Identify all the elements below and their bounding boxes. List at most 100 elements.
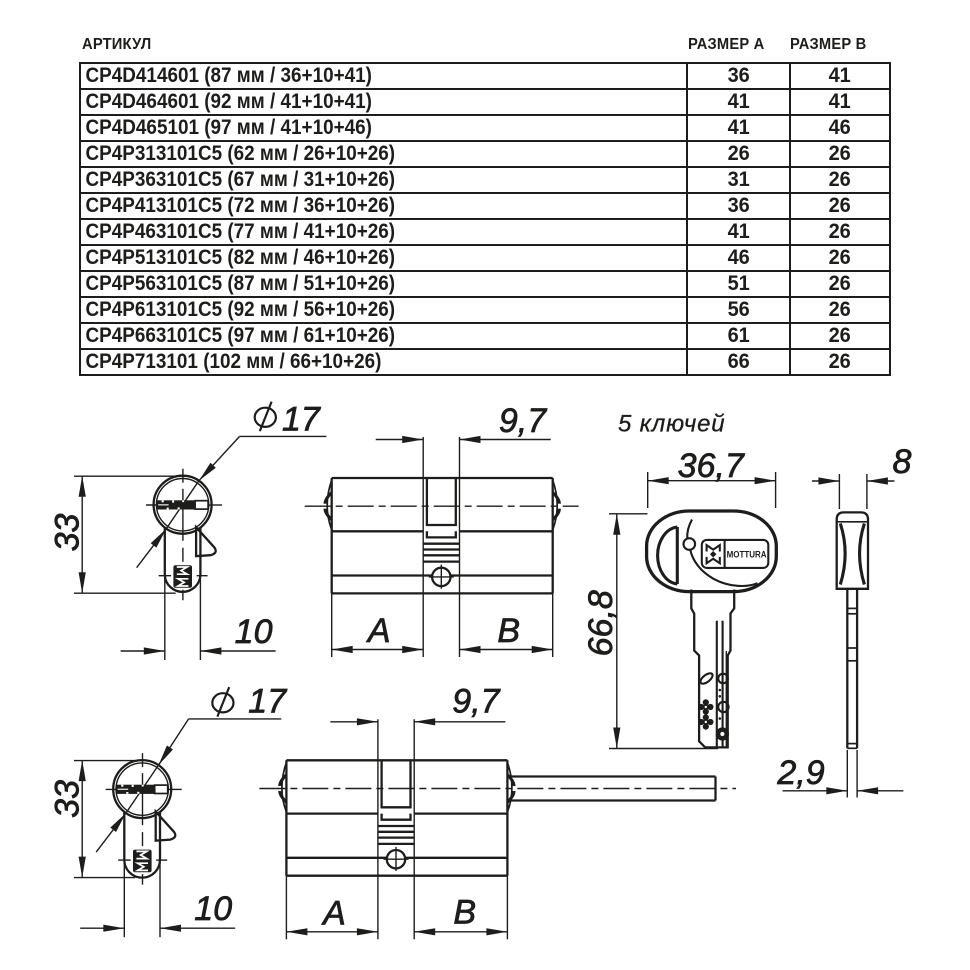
dim367-arrow-l <box>647 477 669 485</box>
size-a-text: 41 <box>727 116 750 139</box>
dim668-arrow-down <box>613 727 621 749</box>
dim10-arrow-right <box>160 924 181 932</box>
table-header-size-a: РАЗМЕР А <box>688 36 765 53</box>
cylinder-view-top: 9,7 A B <box>304 402 579 657</box>
article-cell: CP4D464601 (92 мм / 41+10+41) <box>79 88 688 116</box>
article-text: CP4P363101C5 (67 мм / 31+10+26) <box>85 168 396 191</box>
article-cell: CP4P463101C5 (77 мм / 41+10+26) <box>79 218 688 246</box>
plug-end-arc-bottom <box>323 508 333 521</box>
size-b-cell: 26 <box>788 218 891 246</box>
dia-arrow-upper <box>158 745 173 766</box>
keyway-notch <box>141 784 144 787</box>
size-b-text: 26 <box>828 324 851 347</box>
face2-height-label: 33 <box>49 780 87 818</box>
size-a-cell: 31 <box>686 166 791 194</box>
key-head-outline <box>644 509 778 594</box>
keyway-notch <box>131 784 134 787</box>
keyway-notch <box>161 500 164 503</box>
key-length-label: 66,8 <box>582 590 620 656</box>
size-a-cell: 51 <box>686 270 791 298</box>
key-side-head <box>835 511 870 590</box>
cylinder-view-bottom: 9,7 A B <box>259 682 736 940</box>
table-row: CP4D465101 (97 мм / 41+10+46) 41 46 <box>79 114 891 142</box>
article-text: CP4P513101C5 (82 мм / 46+10+26) <box>85 246 396 269</box>
article-text: CP4P563101C5 (87 мм / 51+10+26) <box>85 272 396 295</box>
dimB-arrow-r <box>486 928 508 936</box>
brand-logo-m <box>136 850 150 860</box>
dim33-arrow-up <box>78 475 86 497</box>
size-b-text: 26 <box>828 220 851 243</box>
size-a-text: 26 <box>727 142 750 165</box>
size-b-cell: 26 <box>788 244 891 272</box>
face2-diameter-label: 17 <box>248 683 287 721</box>
brand-logo-m <box>134 862 148 872</box>
plug-end-arc-bottom <box>551 508 561 521</box>
size-a-cell: 56 <box>686 296 791 324</box>
dim10-arrow-left <box>103 924 125 932</box>
dim97-arrow-r <box>459 435 481 444</box>
size-a-text: 41 <box>727 90 750 113</box>
article-cell: CP4P713101 (102 мм / 66+10+26) <box>79 348 688 376</box>
key-dimple-clover <box>698 703 705 711</box>
table-header-article: АРТИКУЛ <box>82 36 152 53</box>
face1-height-label: 33 <box>49 514 87 552</box>
keyway-notch <box>126 792 129 794</box>
table-row: CP4P413101C5 (72 мм / 36+10+26) 36 26 <box>79 192 891 220</box>
barrel-end-arc <box>326 479 333 531</box>
article-text: CP4P613101C5 (92 мм / 56+10+26) <box>85 298 396 321</box>
cam-step <box>425 531 457 539</box>
size-a-text: 31 <box>727 168 750 191</box>
size-b-text: 26 <box>828 142 851 165</box>
keyway-profile <box>116 784 155 794</box>
dim29-arrow-r <box>857 787 879 795</box>
keyway-notch <box>177 507 180 510</box>
key-dimple-clover-hole <box>704 705 707 709</box>
article-text: CP4P463101C5 (77 мм / 41+10+26) <box>85 220 396 243</box>
dimB-arrow-r <box>531 645 553 654</box>
keyway-notch <box>172 500 175 503</box>
size-b-cell: 26 <box>788 270 891 298</box>
size-a-cell: 46 <box>686 244 791 272</box>
keyway-notch <box>121 784 124 787</box>
key-blade-thickness-label: 2,9 <box>776 754 824 792</box>
article-text: CP4D465101 (97 мм / 41+10+46) <box>85 116 372 139</box>
face-body <box>163 527 202 594</box>
key-dimple-clover <box>707 718 714 726</box>
key-front-view: 36,7 66,8 MOTTURA 5 ключей <box>582 411 778 750</box>
table-row: CP4D464601 (92 мм / 41+10+41) 41 41 <box>79 88 891 116</box>
table-row: CP4P563101C5 (87 мм / 51+10+26) 51 26 <box>79 270 891 298</box>
dimA-arrow-l <box>331 645 353 654</box>
plug-end-arc-top <box>278 773 288 787</box>
keyway-end-plate <box>153 784 169 795</box>
article-text: CP4D464601 (92 мм / 41+10+41) <box>85 90 372 113</box>
table-row: CP4P513101C5 (82 мм / 46+10+26) 46 26 <box>79 244 891 272</box>
article-cell: CP4D414601 (87 мм / 36+10+41) <box>79 62 688 90</box>
size-b-text: 26 <box>828 298 851 321</box>
dim668-arrow-up <box>613 513 621 535</box>
keyway-notch <box>117 788 129 790</box>
brand-plate-diamond <box>709 550 717 558</box>
key-head-width-label: 36,7 <box>678 447 745 485</box>
dimB-arrow-l <box>459 645 481 654</box>
key-dimple-disc-hole <box>720 731 725 737</box>
key-blade-outline <box>690 589 736 749</box>
brand-logo-box <box>133 849 152 873</box>
article-cell: CP4P563101C5 (87 мм / 51+10+26) <box>79 270 688 298</box>
keyway-notch <box>182 500 185 503</box>
key-head-inner-top <box>686 519 693 539</box>
article-text: CP4P413101C5 (72 мм / 36+10+26) <box>85 194 396 217</box>
key-dimple-ring-2 <box>717 700 730 714</box>
key-groove-dot <box>718 695 722 698</box>
dim33-arrow-down <box>78 572 86 594</box>
key-side-head-curve-l <box>838 523 847 585</box>
keys-note: 5 ключей <box>618 411 725 438</box>
brand-plate-text: MOTTURA <box>727 550 767 561</box>
face-outer-circle <box>152 474 213 535</box>
dimA-arrow-l <box>286 928 308 936</box>
key-head-d-arc <box>656 525 678 586</box>
key-side-view: 8 2,9 <box>776 443 912 798</box>
plug-end-arc-bottom <box>506 790 516 804</box>
cyl1-dim-b-label: B <box>497 612 520 650</box>
brand-plate-m <box>705 556 721 566</box>
